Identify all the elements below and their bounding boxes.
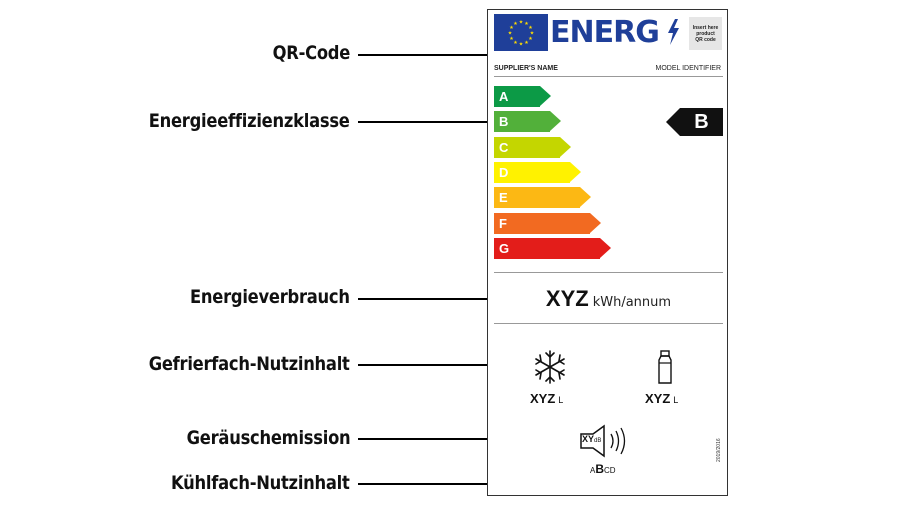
callout-fridge-volume: Kühlfach-Nutzinhalt (171, 472, 350, 494)
efficiency-class-letter: A (499, 89, 509, 104)
leader-noise (358, 438, 520, 440)
freezer-volume-value: XYZ (530, 391, 556, 406)
leader-consumption (358, 298, 520, 300)
divider (494, 76, 723, 77)
divider (494, 272, 723, 273)
noise-class-a: A (590, 466, 596, 475)
eu-star-icon: ★ (509, 25, 514, 31)
eu-star-icon: ★ (513, 40, 518, 46)
eu-star-icon: ★ (508, 31, 513, 37)
speaker-icon (580, 424, 626, 458)
fridge-volume-value: XYZ (645, 391, 671, 406)
noise-value: XYdB (582, 434, 601, 444)
eu-star-icon: ★ (528, 36, 533, 42)
regulation-number: 2019/2016 (716, 438, 722, 462)
callout-consumption: Energieverbrauch (190, 286, 350, 308)
callout-freezer-volume: Gefrierfach-Nutzinhalt (149, 353, 350, 375)
fridge-volume-unit: L (673, 395, 679, 405)
selected-class-letter: B (680, 108, 723, 136)
efficiency-class-letter: C (499, 139, 509, 155)
noise-value-unit: dB (594, 438, 602, 444)
eu-star-icon: ★ (530, 31, 535, 37)
label-header: ★★★★★★★★★★★★ ENERG Insert here product Q… (494, 14, 723, 52)
qr-code-placeholder: Insert here product QR code (689, 17, 722, 50)
freezer-volume-unit: L (558, 395, 564, 405)
eu-star-icon: ★ (528, 25, 533, 31)
eu-star-icon: ★ (513, 21, 518, 27)
snowflake-icon (535, 350, 565, 384)
consumption-value: XYZ (545, 286, 589, 311)
eu-star-icon: ★ (524, 40, 529, 46)
callout-efficiency-class: Energieeffizienzklasse (149, 110, 350, 132)
noise-class-scale: ABCD (590, 462, 616, 476)
qr-placeholder-line-1: Insert here (692, 24, 719, 31)
efficiency-class-letter: G (499, 240, 510, 256)
efficiency-class-letter: E (499, 190, 508, 206)
efficiency-class-letter: D (499, 164, 509, 180)
eu-star-icon: ★ (519, 20, 524, 26)
eu-star-icon: ★ (524, 21, 529, 27)
noise-class-b: B (595, 462, 605, 476)
lightning-icon (668, 19, 679, 45)
divider (494, 323, 723, 324)
qr-placeholder-line-2: product (696, 30, 715, 37)
callout-noise: Geräuschemission (186, 427, 350, 449)
consumption-unit: kWh/annum (592, 295, 672, 310)
efficiency-class-letter: B (499, 114, 509, 130)
supplier-name: SUPPLIER'S NAME (494, 65, 558, 72)
leader-freezer-volume (358, 364, 520, 366)
bottle-icon (658, 350, 672, 384)
noise-class-cd: CD (604, 466, 616, 475)
eu-star-icon: ★ (509, 36, 514, 42)
energy-label: ★★★★★★★★★★★★ ENERG Insert here product Q… (487, 9, 728, 496)
callout-qr-code: QR-Code (272, 42, 351, 64)
energy-brand-text: ENERG (550, 15, 660, 50)
efficiency-class-letter: F (499, 215, 507, 231)
qr-placeholder-line-3: QR code (695, 36, 716, 43)
eu-star-icon: ★ (519, 42, 524, 48)
model-identifier: MODEL IDENTIFIER (655, 65, 721, 72)
eu-flag-icon: ★★★★★★★★★★★★ (494, 14, 548, 51)
selected-class-indicator: B (666, 108, 723, 136)
noise-value-number: XY (582, 434, 595, 444)
